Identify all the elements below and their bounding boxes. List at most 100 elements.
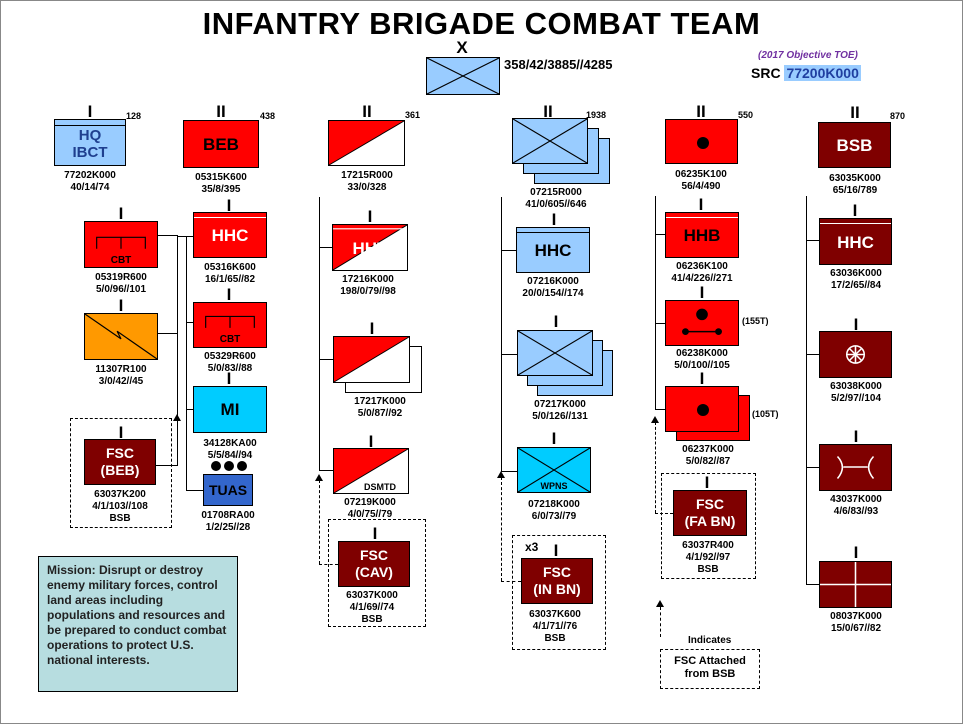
in-hhc-src: 07216K000 (527, 276, 579, 287)
bsb-med-str: 15/0/67//82 (830, 623, 882, 634)
fa-155-str: 5/0/100//105 (674, 360, 730, 371)
cav-str: 33/0/328 (347, 182, 387, 193)
legend-title: Indicates (688, 635, 732, 646)
beb-cbt-src: 05329R600 (204, 351, 256, 362)
squad-dot-1 (211, 461, 221, 471)
attach-arrow (173, 414, 181, 421)
hq-ibct-str: 40/14/74 (70, 182, 110, 193)
in-fsc-attach-h (501, 581, 521, 582)
attach-arrow (315, 474, 323, 481)
beb-hhc-str: 16/1/65//82 (204, 274, 256, 285)
in-wpns-src: 07218K000 (528, 499, 580, 510)
fa-unit (665, 119, 738, 164)
fa-fsc-dashed-box (661, 473, 756, 579)
hq-ibct-count: 128 (126, 111, 142, 121)
fa-105-echelon: I (699, 369, 705, 388)
hq-fsc-note: BSB (109, 513, 131, 524)
hq-fsc-dashed-box (70, 418, 172, 528)
cav-fsc-attach-line (319, 480, 320, 564)
field-artillery-dot (697, 404, 709, 416)
bsb-dist-echelon: I (853, 427, 859, 446)
fa-src: 06235K100 (675, 169, 727, 180)
beb-mi-src: 34128KA00 (203, 438, 257, 449)
col4-link-wpns (501, 471, 517, 472)
col2-link-col1 (178, 236, 187, 237)
beb-mi-str: 5/5/84//94 (207, 450, 253, 461)
bsb-echelon: II (850, 103, 860, 122)
cav-troop-unit (333, 336, 410, 383)
beb-count: 438 (260, 111, 276, 121)
beb-tuas-str: 1/2/25//28 (205, 522, 251, 533)
fa-fsc-attach-line (655, 422, 656, 513)
beb-tuas-text: TUAS (208, 482, 248, 498)
bsb-src: 63035K000 (829, 173, 881, 184)
beb-cbt-echelon: I (226, 285, 232, 304)
src-value: 77200K000 (784, 65, 861, 81)
beb-mi-echelon: I (226, 369, 232, 388)
in-hhc-unit: HHC (516, 227, 590, 273)
legend-text: FSC Attached from BSB (674, 655, 746, 680)
hq-cbt-unit: CBT (84, 221, 158, 268)
fa-fsc-unit: FSC (FA BN) (673, 490, 747, 536)
bsb-text: BSB (836, 136, 873, 155)
beb-str: 35/8/395 (201, 184, 241, 195)
beb-echelon: II (216, 102, 226, 121)
beb-tuas-unit: TUAS (203, 474, 253, 506)
col2-link-tuas (186, 490, 203, 491)
fa-count: 550 (738, 110, 754, 120)
col4-link-hhc (501, 250, 516, 251)
fa-hhb-src: 06236K100 (676, 261, 728, 272)
fa-fsc-note: BSB (697, 564, 719, 575)
hq-line (820, 223, 891, 224)
bsb-med-unit (819, 561, 892, 608)
squad-dot-2 (224, 461, 234, 471)
bsb-count: 870 (890, 111, 906, 121)
toe-note: (2017 Objective TOE) (758, 50, 858, 61)
bsb-maint-unit (819, 331, 892, 378)
cav-fsc-echelon: I (372, 524, 378, 543)
col1-link-cbt (158, 235, 178, 236)
col1-link-fsc (156, 465, 178, 466)
fa-155-unit (665, 300, 739, 346)
col5-vertical-line (655, 196, 656, 410)
in-fsc-echelon: I (553, 541, 559, 560)
beb-text: BEB (203, 135, 239, 154)
attach-arrow (497, 471, 505, 478)
fa-fsc-echelon: I (704, 473, 710, 492)
cav-dsmtd-inner: DSMTD (364, 482, 396, 492)
bsb-dist-str: 4/6/83//93 (833, 506, 879, 517)
col3-link-hht (319, 247, 332, 248)
cav-hht-echelon: I (367, 207, 373, 226)
in-fsc-str: 4/1/71//76 (532, 621, 578, 632)
fa-fsc-src: 63037R400 (682, 540, 734, 551)
beb-cbt-unit: CBT (193, 302, 267, 348)
hq-fsc-src: 63037K200 (94, 489, 146, 500)
cav-fsc-str: 4/1/69//74 (349, 602, 395, 613)
bsb-maint-src: 63038K000 (830, 381, 882, 392)
col2-vertical-line (186, 236, 187, 491)
hq-ibct-text: HQ IBCT (72, 127, 108, 161)
inbn-src: 07215R000 (530, 187, 582, 198)
cav-src: 17215R000 (341, 170, 393, 181)
legend-box (660, 649, 760, 689)
hq-fsc-str: 4/1/103//108 (92, 501, 148, 512)
bsb-hhc-text: HHC (837, 233, 874, 252)
col6-link-dist (806, 467, 819, 468)
cav-trp-src: 17217K000 (354, 396, 406, 407)
hq-line (194, 217, 266, 218)
cav-dsmtd-src: 07219K000 (344, 497, 396, 508)
in-co-str: 5/0/126//131 (532, 411, 588, 422)
in-fsc-note: BSB (544, 633, 566, 644)
beb-unit: BEB (183, 120, 259, 168)
fa-hhb-unit: HHB (665, 212, 739, 258)
beb-tuas-src: 01708RA00 (201, 510, 255, 521)
bsb-str: 65/16/789 (832, 185, 878, 196)
col3-link-trp (319, 359, 333, 360)
cav-fsc-src: 63037K000 (346, 590, 398, 601)
in-fsc-src: 63037K600 (529, 609, 581, 620)
beb-hhc-unit: HHC (193, 212, 267, 258)
cav-dsmtd-str: 4/0/75//79 (347, 509, 393, 520)
mission-statement: Mission: Disrupt or destroy enemy milita… (38, 556, 238, 692)
in-fsc-multiplier: x3 (525, 540, 539, 554)
hq-fsc-attach-line (177, 420, 178, 462)
